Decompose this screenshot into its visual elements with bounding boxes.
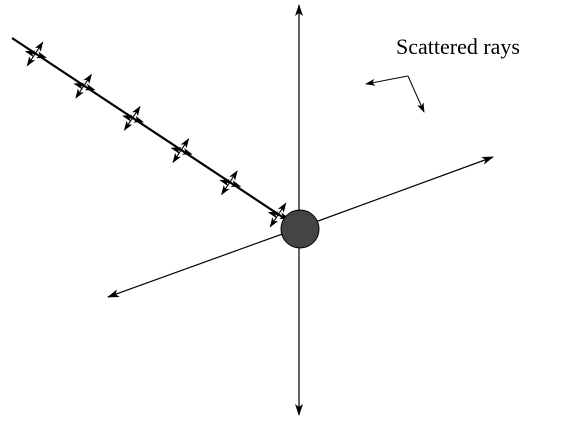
wave-marker	[170, 138, 193, 164]
wave-marker	[24, 41, 47, 67]
wave-marker	[219, 170, 242, 196]
oblique-axis-left	[107, 227, 300, 298]
wave-markers	[24, 41, 290, 228]
scattered-rays-label: Scattered rays	[396, 34, 520, 59]
wave-marker	[73, 73, 96, 99]
oblique-axis-right	[298, 156, 494, 229]
incident-ray	[11, 37, 297, 227]
wave-marker	[122, 105, 144, 131]
scatterer	[280, 209, 320, 249]
scattered-rays-icon	[365, 75, 425, 113]
